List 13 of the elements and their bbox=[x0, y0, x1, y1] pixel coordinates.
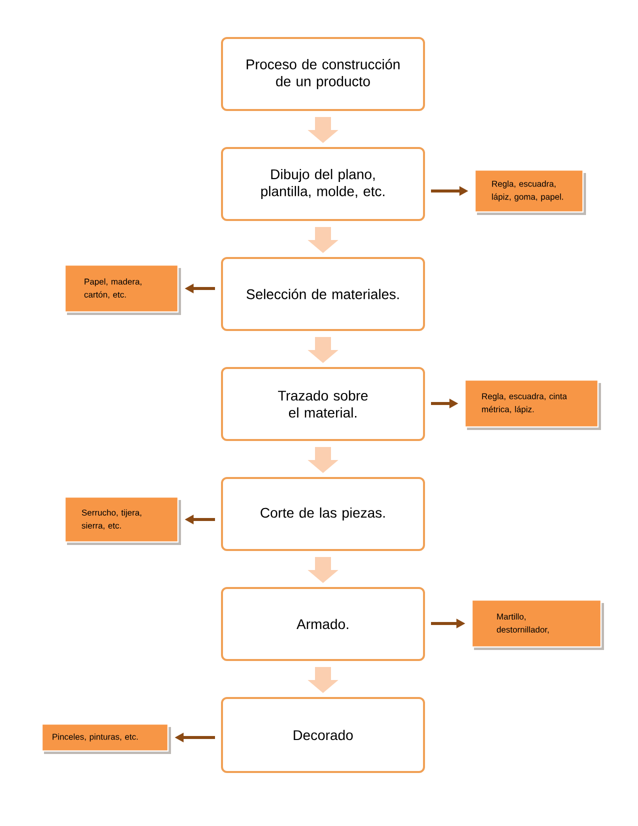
tool-box: Regla, escuadra, lápiz, goma, papel. bbox=[474, 169, 586, 215]
process-box: Selección de materiales. bbox=[221, 257, 425, 331]
process-box: Corte de las piezas. bbox=[221, 477, 425, 551]
tool-box: Papel, madera, cartón, etc. bbox=[64, 264, 181, 315]
process-box: Dibujo del plano, plantilla, molde, etc. bbox=[221, 147, 425, 221]
tool-box: Serrucho, tijera, sierra, etc. bbox=[64, 496, 181, 545]
process-box: Trazado sobre el material. bbox=[221, 367, 425, 441]
process-box: Decorado bbox=[221, 697, 425, 773]
process-box: Proceso de construcción de un producto bbox=[221, 37, 425, 111]
tool-box: Martillo, destornillador, bbox=[471, 599, 604, 650]
process-box: Armado. bbox=[221, 587, 425, 661]
tool-box: Regla, escuadra, cinta métrica, lápiz. bbox=[464, 379, 601, 430]
tool-box: Pinceles, pinturas, etc. bbox=[41, 723, 171, 754]
